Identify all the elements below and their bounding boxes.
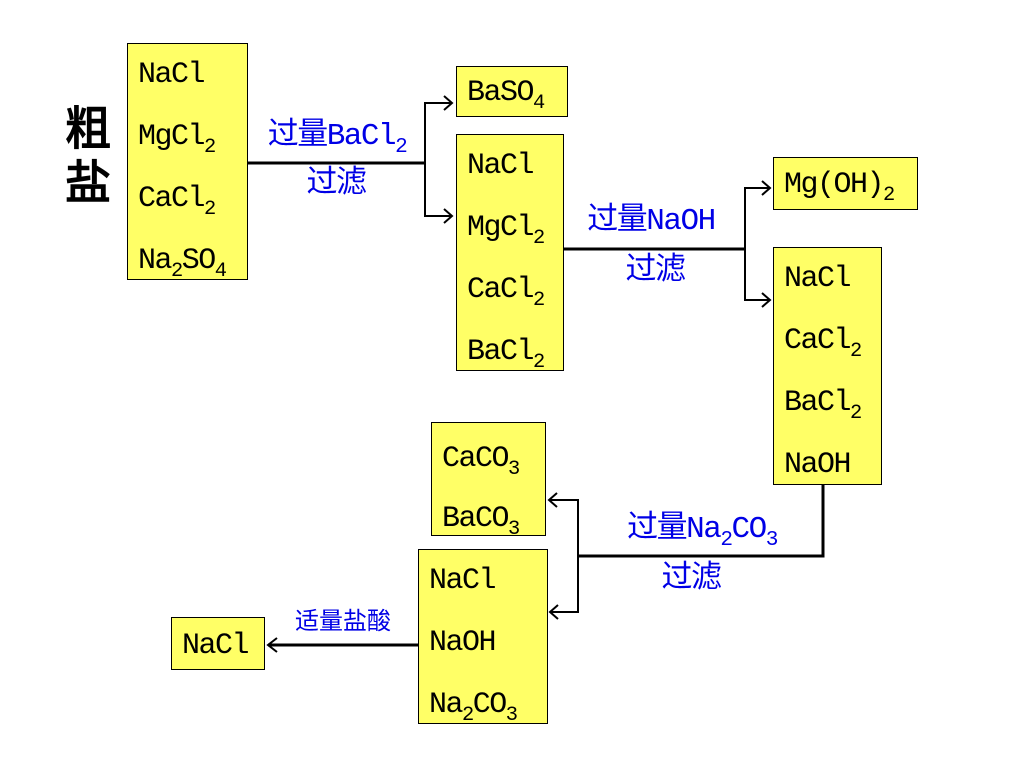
arrow-to-filtrate-2	[761, 292, 772, 308]
substance-formula: Na2SO4	[138, 230, 247, 292]
formula-text: CaCO	[442, 442, 510, 476]
substance-formula: NaOH	[784, 434, 881, 496]
formula-subscript: 2	[533, 351, 545, 375]
formula-text: MgCl	[467, 211, 535, 245]
substance-formula: NaOH	[429, 612, 547, 674]
step3-reagent-label: 过量Na2CO3	[602, 510, 802, 552]
formula-subscript: 2	[850, 340, 862, 364]
formula-text: MgCl	[138, 120, 206, 154]
formula-subscript: 2	[533, 289, 545, 313]
formula-subscript: 2	[883, 184, 895, 208]
formula-subscript: 4	[214, 260, 227, 284]
step3-branch	[549, 499, 579, 613]
formula-text: Mg(OH)	[784, 168, 885, 202]
formula-text: CaCl	[467, 273, 535, 307]
formula-subscript: 2	[204, 198, 216, 222]
substance-formula: BaCl2	[467, 321, 563, 383]
substance-formula: NaCl	[429, 550, 547, 612]
formula-subscript: 2	[171, 260, 183, 284]
formula-subscript: 4	[533, 92, 545, 116]
step2-branch	[744, 187, 770, 301]
substance-formula: CaCl2	[138, 168, 247, 230]
formula-subscript: 2	[395, 135, 408, 160]
step4-reagent-label: 适量盐酸	[263, 608, 423, 640]
precipitate-baso4-box: BaSO4	[456, 66, 568, 117]
formula-text: NaOH	[429, 626, 497, 660]
substance-formula: NaCl	[138, 44, 247, 106]
substance-formula: BaCO3	[442, 489, 545, 549]
arrow-to-precipitate-3	[547, 492, 558, 508]
formula-text: 过量NaOH	[587, 204, 716, 239]
substance-formula: CaCO3	[442, 429, 545, 489]
formula-subscript: 3	[505, 704, 518, 728]
substance-formula: Na2CO3	[429, 674, 547, 736]
arrow-to-filtrate-1	[443, 208, 454, 224]
formula-subscript: 2	[462, 704, 474, 728]
formula-text: CaCl	[784, 324, 852, 358]
formula-subscript: 3	[765, 528, 779, 553]
formula-text: 过量Na	[627, 512, 722, 547]
substance-formula: Mg(OH)2	[784, 158, 917, 209]
arrow-to-product	[266, 637, 278, 653]
formula-text: 适量盐酸	[295, 610, 391, 637]
step1-reagent-label: 过量BaCl2	[237, 117, 437, 159]
formula-text: SO	[181, 244, 217, 278]
formula-text: NaCl	[784, 262, 852, 296]
formula-text: NaCl	[138, 58, 206, 92]
formula-text: NaCl	[467, 149, 535, 183]
arrow-to-precipitate-1	[443, 95, 454, 111]
formula-subscript: 2	[533, 227, 545, 251]
formula-text: NaCl	[182, 629, 250, 663]
formula-text: NaCl	[429, 564, 497, 598]
arrow-to-precipitate-2	[761, 180, 772, 196]
substance-formula: NaCl	[182, 618, 264, 669]
substance-formula: NaCl	[784, 248, 881, 310]
formula-subscript: 2	[720, 528, 733, 553]
formula-text: Na	[138, 244, 173, 278]
substance-formula: MgCl2	[467, 197, 563, 259]
precipitate-mgoh2-box: Mg(OH)2	[773, 157, 918, 210]
step1-operation-label: 过滤	[306, 167, 368, 202]
formula-subscript: 3	[508, 458, 520, 482]
substance-formula: CaCl2	[784, 310, 881, 372]
formula-text: BaCl	[467, 335, 535, 369]
crude-salt-title: 粗盐	[58, 104, 112, 212]
formula-text: BaCO	[442, 502, 510, 536]
step2-operation-label: 过滤	[625, 254, 687, 289]
product-nacl-box: NaCl	[171, 617, 265, 670]
substance-formula: MgCl2	[138, 106, 247, 168]
substance-formula: NaCl	[467, 135, 563, 197]
step3-line	[578, 485, 825, 558]
step1-branch	[424, 102, 452, 217]
formula-text: BaSO	[467, 76, 535, 110]
substance-formula: BaCl2	[784, 372, 881, 434]
formula-text: BaCl	[784, 386, 852, 420]
substance-formula: BaSO4	[467, 67, 567, 116]
step3-operation-label: 过滤	[661, 562, 723, 597]
substance-formula: CaCl2	[467, 259, 563, 321]
formula-text: CaCl	[138, 182, 206, 216]
formula-text: NaOH	[784, 448, 852, 482]
formula-text: Na	[429, 688, 464, 722]
step2-reagent-label: 过量NaOH	[551, 202, 751, 242]
formula-subscript: 2	[850, 402, 862, 426]
formula-subscript: 2	[204, 136, 216, 160]
formula-subscript: 3	[508, 518, 520, 542]
formula-text: CO	[472, 688, 508, 722]
formula-text: 过量BaCl	[267, 119, 397, 154]
arrow-to-filtrate-3	[548, 604, 559, 620]
formula-text: CO	[731, 512, 768, 547]
